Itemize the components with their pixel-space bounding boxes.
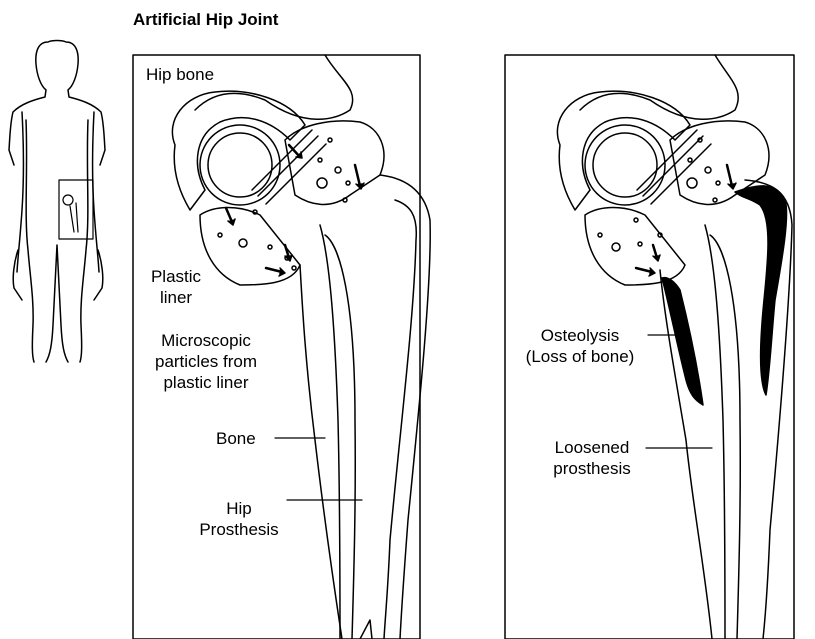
plastic-liner-label: Plastic liner (146, 266, 206, 308)
hip-prosthesis-label: Hip Prosthesis (184, 498, 294, 540)
microscopic-particles-label: Microscopic particles from plastic liner (148, 330, 264, 393)
hip-bone-label: Hip bone (146, 64, 214, 85)
bone-label: Bone (216, 428, 256, 449)
body-silhouette (9, 41, 105, 363)
loosened-prosthesis-label: Loosened prosthesis (540, 437, 644, 479)
osteolysis-label: Osteolysis (Loss of bone) (520, 325, 640, 367)
